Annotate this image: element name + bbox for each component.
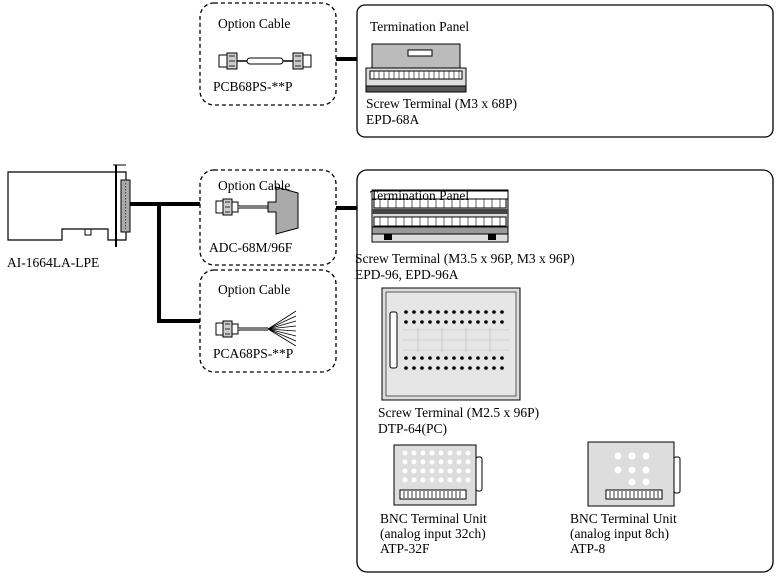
- option-cable-1-title: Option Cable: [218, 16, 291, 31]
- panel-top-item-1-desc: Screw Terminal (M3 x 68P): [366, 96, 518, 111]
- dtp64-terminal-icon: [381, 287, 521, 401]
- cable-adc68m-icon: [215, 186, 299, 235]
- panel-bottom-item-1-desc: Screw Terminal (M3.5 x 96P, M3 x 96P): [355, 251, 575, 266]
- panel-bottom-title: Termination Panel: [370, 188, 470, 203]
- option-cable-3-model: PCA68PS-**P: [213, 346, 294, 361]
- termination-panel-top-box: [356, 4, 774, 138]
- panel-bottom-item-3-desc: BNC Terminal Unit: [380, 511, 487, 526]
- panel-top-item-1-model: EPD-68A: [366, 112, 420, 127]
- panel-top-title: Termination Panel: [370, 19, 470, 34]
- epd68a-terminal-icon: [365, 43, 467, 93]
- atp8-bnc-unit-icon: [587, 441, 681, 507]
- option-cable-3-title: Option Cable: [218, 282, 291, 297]
- panel-bottom-item-3-model: ATP-32F: [380, 541, 430, 556]
- board-illustration: [7, 164, 131, 247]
- termination-panel-bottom-box: [356, 169, 774, 573]
- cable-pcb68ps-icon: [218, 52, 312, 70]
- panel-bottom-item-3-sub: (analog input 32ch): [380, 526, 486, 541]
- panel-bottom-item-1-model: EPD-96, EPD-96A: [355, 267, 459, 282]
- connection-lines: [130, 57, 357, 323]
- epd96-terminal-icon: [371, 189, 509, 243]
- panel-bottom-item-4-model: ATP-8: [570, 541, 606, 556]
- option-cable-1-model: PCB68PS-**P: [213, 79, 293, 94]
- panel-bottom-item-4-sub: (analog input 8ch): [570, 526, 669, 541]
- board-name: AI-1664LA-LPE: [7, 255, 100, 270]
- panel-bottom-item-2-model: DTP-64(PC): [378, 421, 448, 436]
- cable-pca68ps-icon: [215, 310, 297, 347]
- panel-bottom-item-2-desc: Screw Terminal (M2.5 x 96P): [378, 405, 540, 420]
- panel-bottom-item-4-desc: BNC Terminal Unit: [570, 511, 677, 526]
- option-cable-box-2: [199, 169, 337, 266]
- option-cable-2-model: ADC-68M/96F: [209, 240, 293, 255]
- option-cable-box-1: [199, 2, 337, 106]
- atp32f-bnc-unit-icon: [393, 444, 483, 506]
- option-cable-2-title: Option Cable: [218, 178, 291, 193]
